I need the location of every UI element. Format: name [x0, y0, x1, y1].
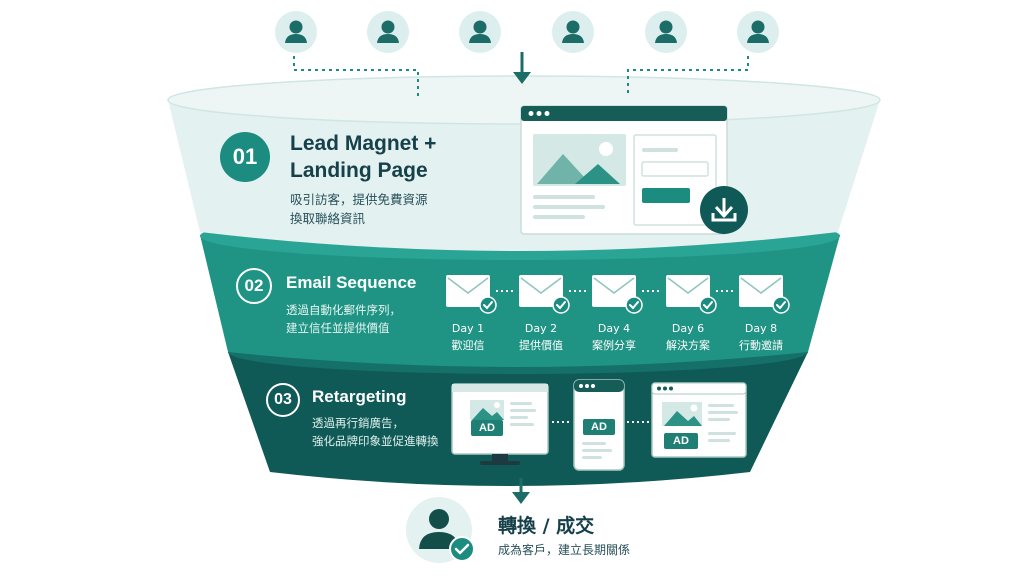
stage-1-title-line-1: Lead Magnet +: [290, 132, 437, 155]
stage-1-desc-line-1: 吸引訪客，提供免費資源: [290, 192, 428, 207]
email-day: Day 4: [597, 322, 631, 335]
stage-2-description: 透過自動化郵件序列， 建立信任並提供價值: [286, 301, 401, 337]
email-day: Day 2: [524, 322, 558, 335]
user-icon: [366, 10, 410, 54]
email-label: 歡迎信: [451, 339, 485, 352]
user-icon: [551, 10, 595, 54]
ad-label-monitor: AD: [471, 420, 503, 436]
stage-2-title: Email Sequence: [286, 273, 417, 292]
user-icon: [458, 10, 502, 54]
stage-2-number: 02: [236, 268, 272, 304]
email-step: Day 1 歡迎信: [433, 320, 503, 354]
stage-1-desc-line-2: 換取聯絡資訊: [290, 211, 366, 226]
email-day: Day 6: [671, 322, 705, 335]
email-icon: [446, 275, 497, 314]
email-label: 行動邀請: [739, 339, 783, 352]
device-monitor: [451, 383, 549, 465]
ad-label-phone: AD: [583, 419, 615, 435]
email-step: Day 2 提供價值: [506, 320, 576, 354]
customer-check-icon: [406, 497, 475, 563]
stage-3-description: 透過再行銷廣告， 強化品牌印象並促進轉換: [312, 414, 439, 450]
email-day: Day 1: [451, 322, 485, 335]
user-icon: [644, 10, 688, 54]
user-icon: [274, 10, 318, 54]
stage-3-title: Retargeting: [312, 387, 407, 406]
email-label: 解決方案: [666, 339, 710, 352]
email-day: Day 8: [744, 322, 778, 335]
email-label: 案例分享: [592, 339, 636, 352]
stage-1-description: 吸引訪客，提供免費資源 換取聯絡資訊: [290, 190, 428, 228]
email-icon: [592, 275, 643, 314]
stage-3-desc-line-1: 透過再行銷廣告，: [312, 416, 404, 430]
stage-2-desc-line-1: 透過自動化郵件序列，: [286, 303, 401, 317]
stage-2-desc-line-2: 建立信任並提供價值: [286, 321, 390, 335]
email-icon: [739, 275, 790, 314]
stage-1-title: Lead Magnet + Landing Page: [290, 130, 500, 184]
stage-3-number: 03: [266, 383, 300, 417]
result-subtitle: 成為客戶，建立長期關係: [498, 543, 631, 557]
stage-1-number: 01: [220, 132, 270, 182]
email-step: Day 6 解決方案: [653, 320, 723, 354]
result-title: 轉換 / 成交: [498, 515, 595, 537]
email-icon: [519, 275, 570, 314]
landing-page-mockup: [520, 105, 728, 235]
email-label: 提供價值: [519, 339, 563, 352]
email-step: Day 8 行動邀請: [726, 320, 796, 354]
arrow-down-icon: [512, 478, 530, 504]
stage-3-desc-line-2: 強化品牌印象並促進轉換: [312, 434, 439, 448]
user-icon: [736, 10, 780, 54]
arrow-down-icon: [513, 52, 531, 84]
ad-label-browser: AD: [664, 433, 698, 449]
email-icon: [666, 275, 717, 314]
download-icon: [700, 186, 748, 234]
email-step: Day 4 案例分享: [579, 320, 649, 354]
stage-1-title-line-2: Landing Page: [290, 159, 428, 182]
